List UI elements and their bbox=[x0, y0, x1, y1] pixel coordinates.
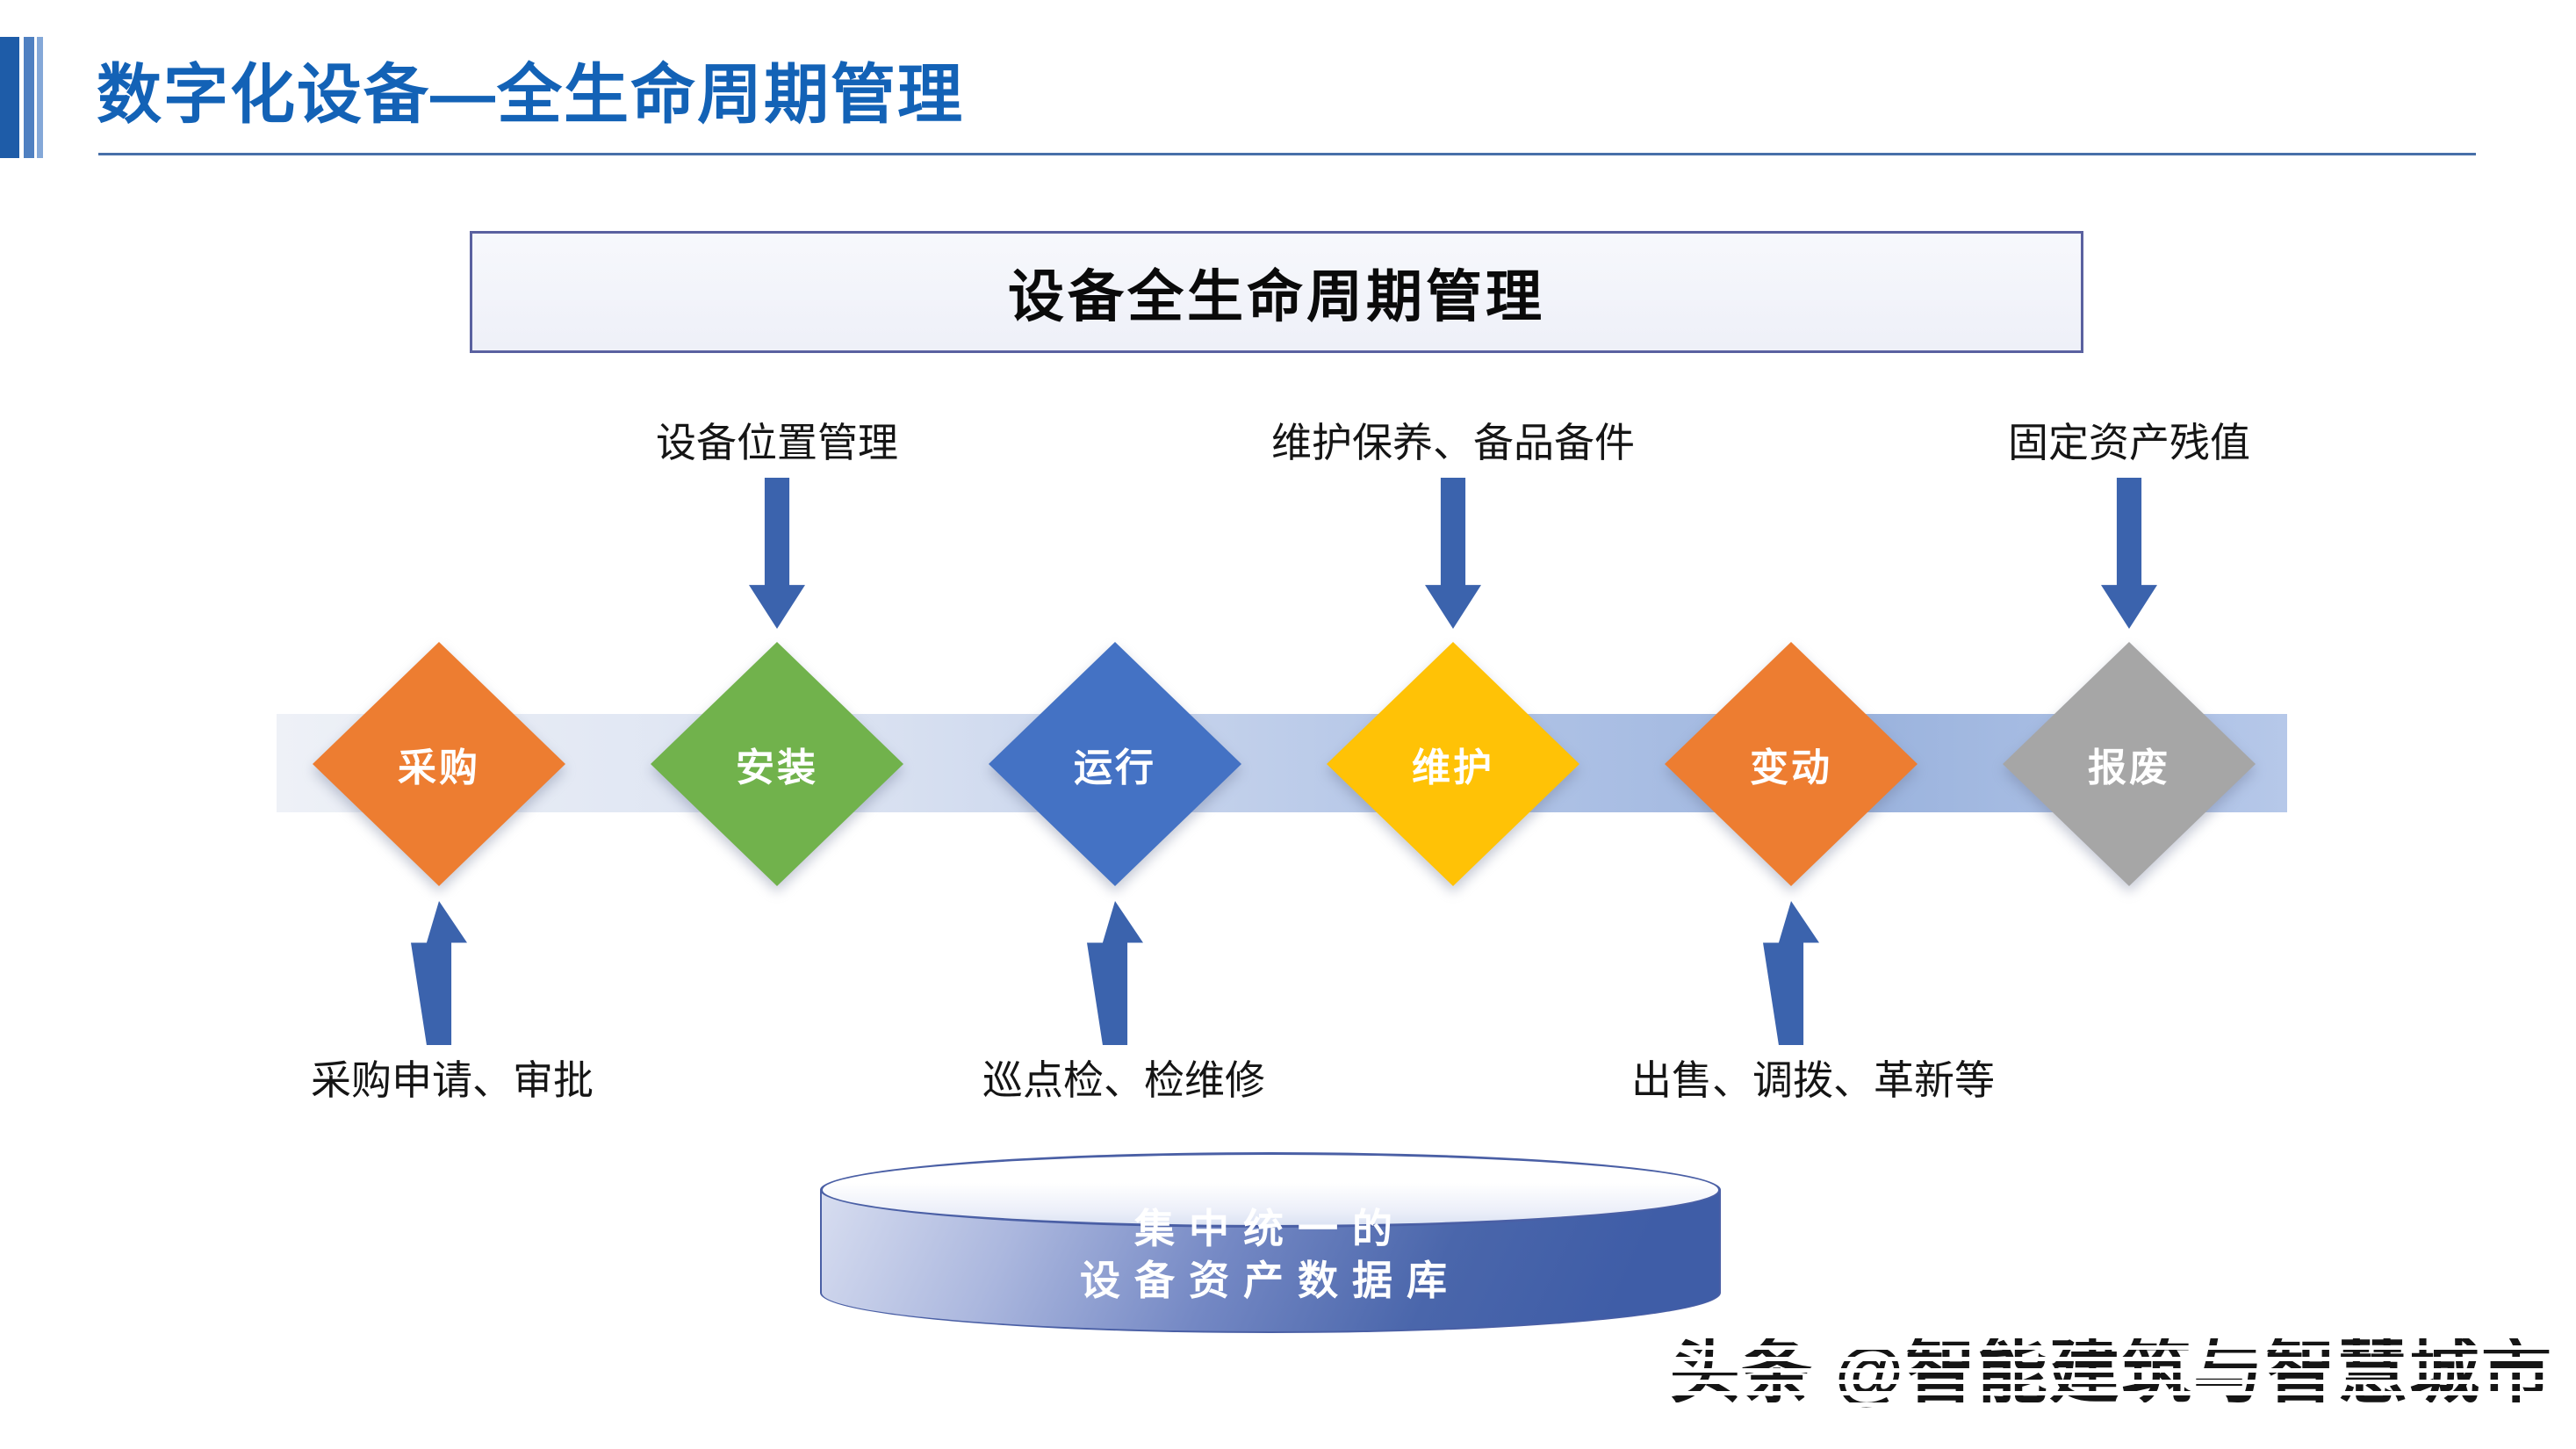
stage-label: 安装 bbox=[736, 746, 818, 789]
diamond-shape: 运行 bbox=[989, 642, 1241, 886]
stage-label: 采购 bbox=[398, 746, 480, 789]
arrow-up-icon bbox=[411, 901, 467, 1045]
database-cylinder-top bbox=[820, 1152, 1721, 1228]
diamond-shape: 采购 bbox=[313, 642, 565, 886]
stage-label: 报废 bbox=[2088, 746, 2170, 789]
annotation-maintenance-spares: 维护保养、备品备件 bbox=[1271, 420, 1635, 465]
annotation-fixed-asset-residual: 固定资产残值 bbox=[2008, 420, 2250, 465]
accent-bar-dark bbox=[0, 37, 19, 158]
slide-title: 数字化设备—全生命周期管理 bbox=[97, 58, 964, 131]
arrow-down-icon bbox=[2101, 478, 2157, 629]
annotation-equipment-location: 设备位置管理 bbox=[656, 420, 898, 465]
database-label-line1: 集中统一的 bbox=[1134, 1206, 1407, 1251]
diamond-shape: 变动 bbox=[1665, 642, 1918, 886]
stage-scrap: 报废 bbox=[2003, 642, 2256, 886]
lifecycle-band bbox=[277, 714, 2287, 812]
database-label: 集中统一的 设备资产数据库 bbox=[820, 1203, 1721, 1307]
database-label-line2: 设备资产数据库 bbox=[1080, 1257, 1461, 1303]
diagram-header-label: 设备全生命周期管理 bbox=[1008, 264, 1545, 328]
stage-maintenance: 维护 bbox=[1327, 642, 1579, 886]
accent-bar-light bbox=[37, 37, 43, 158]
title-divider-line bbox=[98, 153, 2476, 155]
diamond-shape: 报废 bbox=[2003, 642, 2256, 886]
stage-label: 维护 bbox=[1412, 746, 1494, 789]
arrow-up-icon bbox=[1763, 901, 1819, 1045]
annotation-purchase-request: 采购申请、审批 bbox=[311, 1057, 594, 1103]
arrow-down-icon bbox=[1425, 478, 1481, 629]
diamond-shape: 维护 bbox=[1327, 642, 1579, 886]
arrow-up-icon bbox=[1087, 901, 1143, 1045]
database-cylinder: 集中统一的 设备资产数据库 bbox=[820, 1152, 1721, 1333]
stage-procurement: 采购 bbox=[313, 642, 565, 886]
stage-installation: 安装 bbox=[651, 642, 903, 886]
annotation-inspection-repair: 巡点检、检维修 bbox=[982, 1057, 1265, 1103]
stage-change: 变动 bbox=[1665, 642, 1918, 886]
arrow-down-icon bbox=[749, 478, 805, 629]
diamond-shape: 安装 bbox=[651, 642, 903, 886]
accent-bar-medium bbox=[24, 37, 34, 158]
stage-operation: 运行 bbox=[989, 642, 1241, 886]
annotation-sale-transfer: 出售、调拨、革新等 bbox=[1631, 1057, 1995, 1103]
diagram-header-box: 设备全生命周期管理 bbox=[470, 231, 2083, 353]
stage-label: 变动 bbox=[1750, 746, 1832, 789]
stage-label: 运行 bbox=[1074, 746, 1156, 789]
watermark-text: 头条 @智能建筑与智慧城市 bbox=[1670, 1316, 2553, 1417]
